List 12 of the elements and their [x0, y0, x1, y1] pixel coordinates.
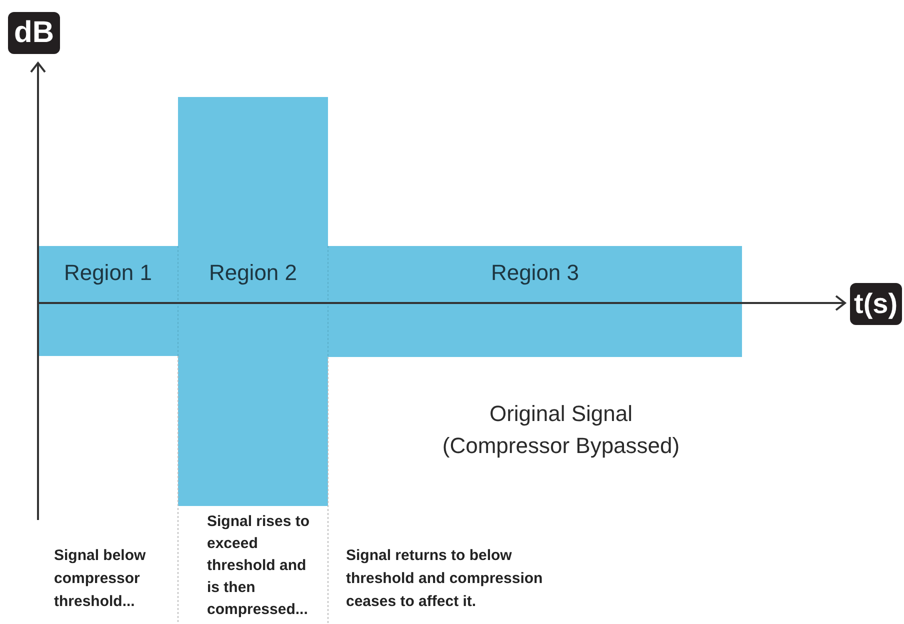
region-band	[38, 246, 178, 356]
signal-caption: Original Signal (Compressor Bypassed)	[441, 400, 681, 460]
region-label: Region 3	[490, 259, 580, 287]
region-band	[328, 246, 742, 357]
region-description: Signal rises to exceed threshold and is then compressed...	[207, 512, 311, 620]
region-band	[178, 97, 328, 506]
region-label: Region 2	[208, 259, 298, 287]
region-description: Signal below compressor threshold...	[54, 546, 147, 612]
region-description: Signal returns to below threshold and compression ceases to affect it.	[346, 546, 544, 612]
region-label: Region 1	[62, 259, 154, 287]
axis-label: t(s)	[850, 283, 902, 325]
axis-label: dB	[8, 12, 60, 54]
